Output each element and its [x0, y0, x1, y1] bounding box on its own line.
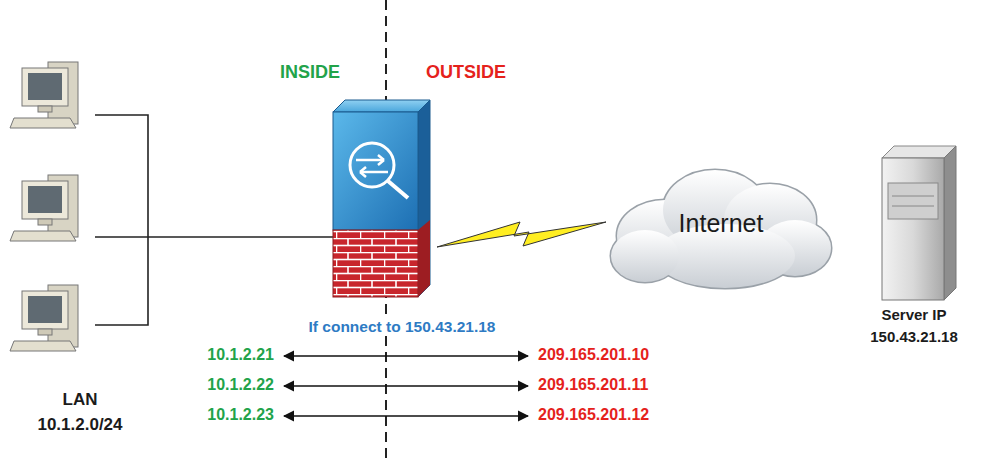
- outside-ip: 209.165.201.11: [536, 376, 650, 394]
- lan-label-group: LAN 10.1.2.0/24: [18, 388, 142, 437]
- outside-ip: 209.165.201.12: [536, 406, 651, 424]
- pc-icon: [10, 62, 78, 128]
- wan-link: [437, 222, 606, 247]
- lan-wires: [95, 115, 336, 325]
- network-label: LAN 10.1.2.0/24: [18, 388, 142, 437]
- zone-label: INSIDE: [278, 62, 342, 83]
- pc-icon: [10, 175, 78, 241]
- internet-cloud: Internet: [605, 158, 837, 296]
- inside-ip: 10.1.2.23: [205, 406, 276, 424]
- server-label: Server IP 150.43.21.18: [852, 304, 976, 348]
- cloud-label: Internet: [605, 158, 837, 241]
- pc-icon: [10, 285, 78, 351]
- inside-ip: 10.1.2.22: [205, 376, 276, 394]
- inside-ip: 10.1.2.21: [205, 346, 276, 364]
- condition-note: If connect to 150.43.21.18: [307, 318, 498, 336]
- outside-ip: 209.165.201.10: [536, 346, 651, 364]
- zone-label: OUTSIDE: [424, 62, 508, 83]
- pc-icons: [10, 62, 78, 351]
- server-icon: [852, 138, 976, 306]
- server-node: Server IP 150.43.21.18: [852, 138, 976, 348]
- mapping-arrows: [284, 356, 528, 416]
- firewall-icon: [333, 100, 430, 297]
